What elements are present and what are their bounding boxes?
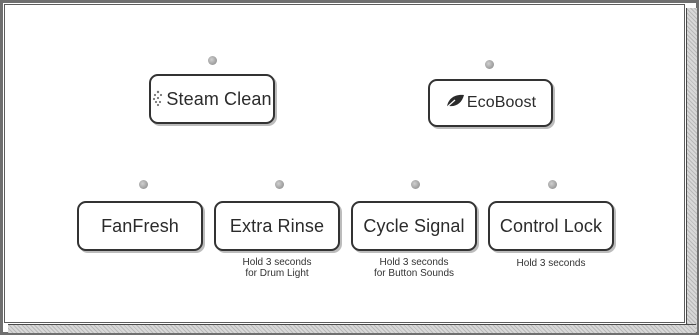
fanfresh-indicator-light	[139, 180, 148, 189]
steam-clean-button[interactable]: Steam Clean	[149, 74, 275, 124]
fanfresh-button[interactable]: FanFresh	[77, 201, 203, 251]
cycle-signal-indicator-light	[411, 180, 420, 189]
control-lock-indicator-light	[548, 180, 557, 189]
control-lock-button[interactable]: Control Lock	[488, 201, 614, 251]
panel-shadow-right	[686, 8, 697, 332]
cycle-signal-note-line-2: for Button Sounds	[373, 268, 455, 279]
ecoboost-indicator-light	[485, 60, 494, 69]
control-lock-note: Hold 3 seconds	[488, 258, 614, 269]
panel-shadow-bottom	[8, 324, 696, 333]
steam-clean-indicator-light	[208, 56, 217, 65]
steam-clean-label: Steam Clean	[166, 88, 272, 109]
cycle-signal-note-line-1: Hold 3 seconds	[379, 257, 449, 268]
extra-rinse-note-line-1: Hold 3 seconds	[242, 257, 312, 268]
extra-rinse-note-line-2: for Drum Light	[245, 268, 309, 279]
cycle-signal-button[interactable]: Cycle Signal	[351, 201, 477, 251]
extra-rinse-note: Hold 3 seconds for Drum Light	[214, 257, 340, 279]
steam-icon	[152, 87, 164, 112]
cycle-signal-label: Cycle Signal	[363, 215, 465, 236]
fanfresh-label: FanFresh	[101, 215, 179, 236]
control-lock-note-line-1: Hold 3 seconds	[516, 258, 586, 269]
extra-rinse-button[interactable]: Extra Rinse	[214, 201, 340, 251]
panel-face	[4, 4, 685, 323]
ecoboost-label: EcoBoost	[466, 94, 537, 111]
leaf-icon	[445, 93, 465, 114]
cycle-signal-note: Hold 3 seconds for Button Sounds	[351, 257, 477, 279]
extra-rinse-label: Extra Rinse	[229, 215, 325, 236]
extra-rinse-indicator-light	[275, 180, 284, 189]
control-lock-label: Control Lock	[499, 215, 603, 236]
ecoboost-button[interactable]: EcoBoost	[428, 79, 553, 127]
